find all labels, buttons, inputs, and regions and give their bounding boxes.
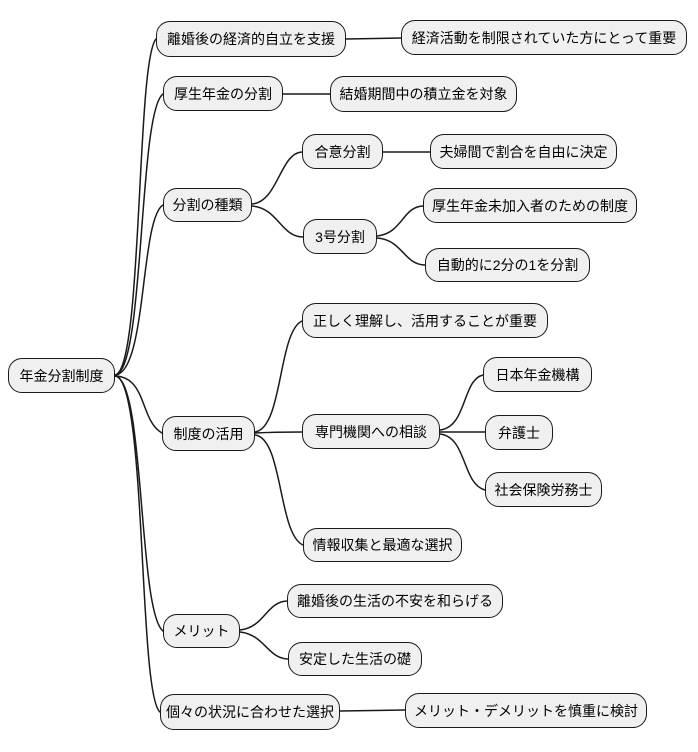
node-type3-division: 3号分割 xyxy=(303,219,377,254)
edge-root-to-individual-choice xyxy=(114,375,161,713)
node-information-gathering: 情報収集と最適な選択 xyxy=(303,528,462,562)
node-merit-stable-life: 安定した生活の礎 xyxy=(288,642,422,676)
node-expert-consultation: 専門機関への相談 xyxy=(302,414,440,449)
node-lawyer: 弁護士 xyxy=(485,415,553,450)
node-careful-consideration: メリット・デメリットを慎重に検討 xyxy=(405,693,647,728)
node-agreement-division: 合意分割 xyxy=(302,134,383,169)
node-root: 年金分割制度 xyxy=(8,358,115,393)
edge-root-to-division-types xyxy=(114,204,164,376)
node-system-utilization: 制度の活用 xyxy=(162,416,255,451)
edge-merits-to-relief xyxy=(239,600,288,631)
node-individual-choice: 個々の状況に合わせた選択 xyxy=(160,694,340,730)
edge-root-to-kosei-pension-division xyxy=(114,93,164,376)
edge-type3-to-non-member xyxy=(376,205,424,237)
node-type3-non-member: 厚生年金未加入者のための制度 xyxy=(423,188,637,223)
edge-utilization-to-understanding xyxy=(254,320,303,433)
node-labor-consultant: 社会保険労務士 xyxy=(485,472,602,507)
node-merits: メリット xyxy=(163,614,240,648)
node-economic-independence: 離婚後の経済的自立を支援 xyxy=(156,21,346,57)
edge-root-to-system-utilization xyxy=(114,375,163,434)
edge-division-types-to-type3 xyxy=(251,205,304,238)
node-division-types: 分割の種類 xyxy=(163,188,252,222)
edge-division-types-to-agreement xyxy=(251,151,303,205)
node-correct-understanding: 正しく理解し、活用することが重要 xyxy=(302,303,548,338)
node-merit-relief: 離婚後の生活の不安を和らげる xyxy=(287,584,503,618)
edge-type3-to-half-split xyxy=(376,237,426,266)
node-economic-independence-detail: 経済活動を制限されていた方にとって重要 xyxy=(401,20,687,55)
edge-economic-independence-to-detail xyxy=(345,37,402,40)
node-japan-pension-service: 日本年金機構 xyxy=(483,357,592,392)
node-agreement-division-detail: 夫婦間で割合を自由に決定 xyxy=(430,134,617,169)
node-type3-half-split: 自動的に2分の1を分割 xyxy=(425,248,590,282)
node-marriage-period-savings: 結婚期間中の積立金を対象 xyxy=(330,76,517,112)
edge-utilization-to-information xyxy=(254,434,304,546)
edge-individual-choice-to-consideration xyxy=(339,709,406,712)
edge-consultation-to-pension-service xyxy=(439,374,484,431)
node-kosei-pension-division: 厚生年金の分割 xyxy=(163,76,283,111)
edge-utilization-to-consultation xyxy=(254,431,303,434)
edge-merits-to-stable-life xyxy=(239,631,289,660)
edge-consultation-to-sharoushi xyxy=(439,433,486,491)
edge-root-to-economic-independence xyxy=(114,38,157,376)
